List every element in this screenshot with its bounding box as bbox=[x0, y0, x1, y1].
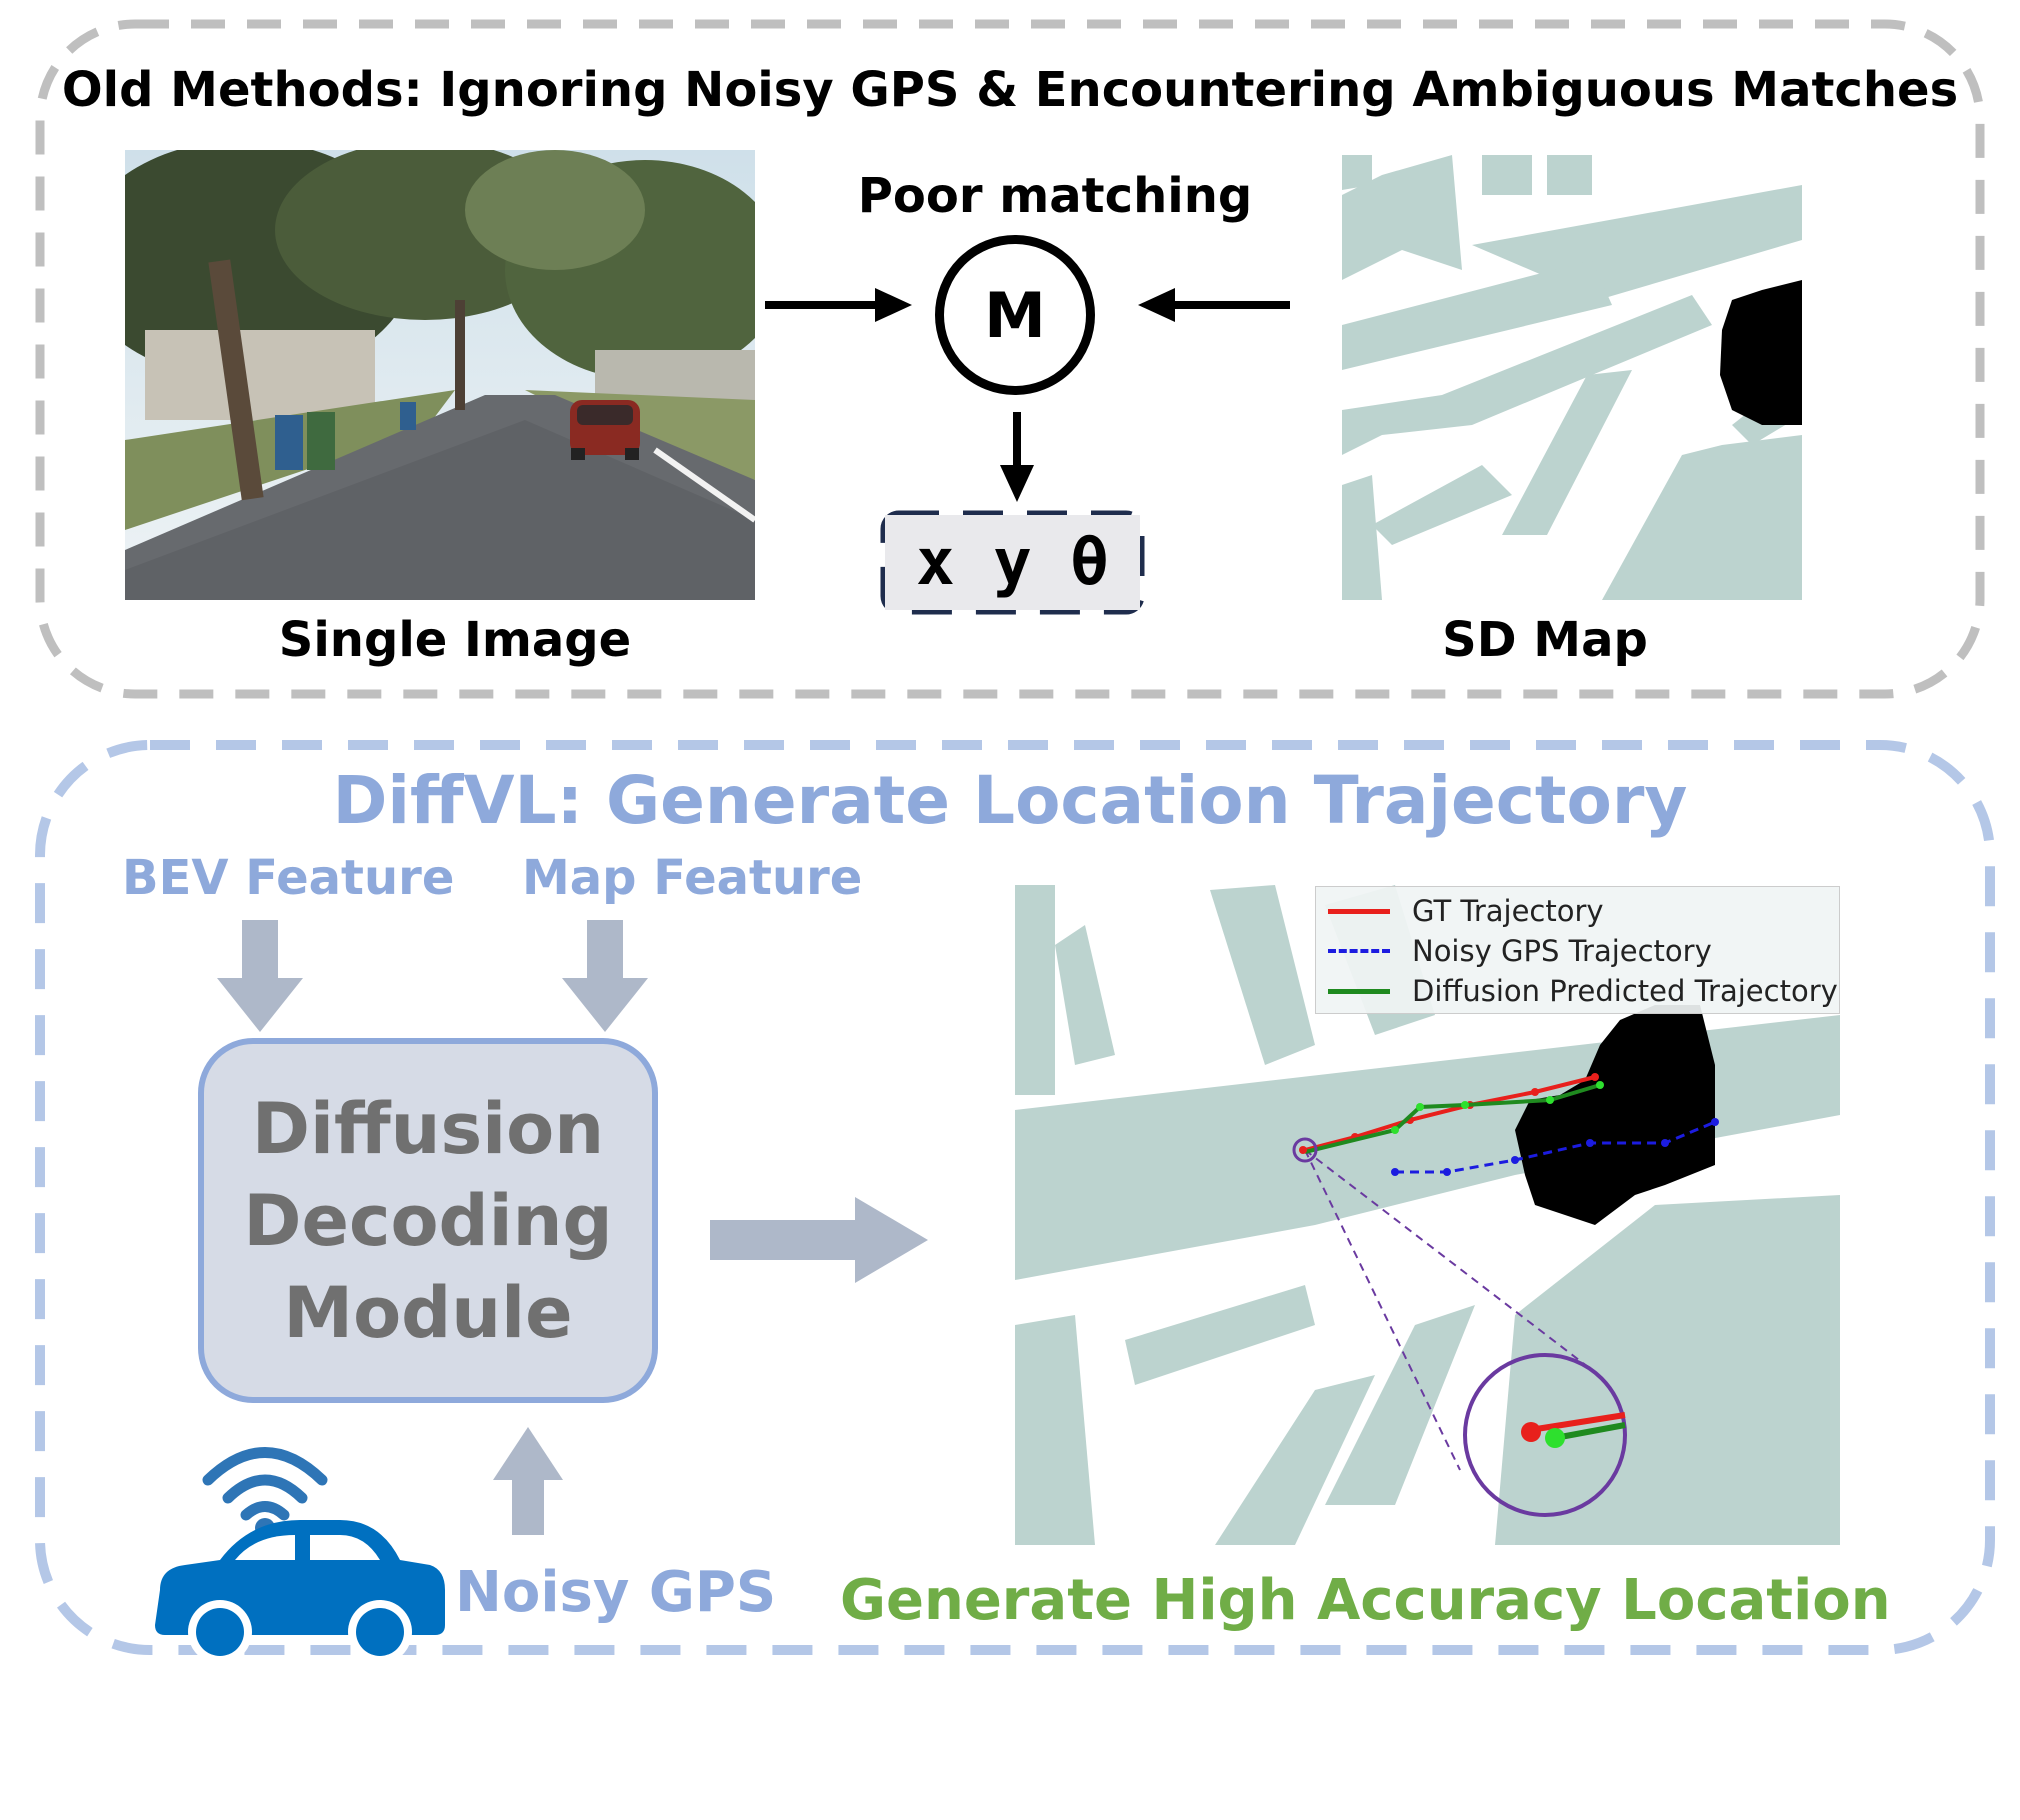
legend-item-predicted: Diffusion Predicted Trajectory bbox=[1328, 973, 1838, 1009]
street-photo bbox=[125, 150, 755, 600]
module-line-2: Decoding bbox=[243, 1179, 613, 1262]
arrow-icon bbox=[1138, 288, 1290, 322]
bev-feature-label: BEV Feature bbox=[122, 850, 455, 906]
diffusion-decoding-module: Diffusion Decoding Module bbox=[198, 1038, 658, 1403]
module-line-3: Module bbox=[283, 1271, 573, 1354]
top-panel-title: Old Methods: Ignoring Noisy GPS & Encoun… bbox=[61, 62, 1959, 118]
result-label: Generate High Accuracy Location bbox=[840, 1568, 1891, 1633]
map-feature-label: Map Feature bbox=[522, 850, 863, 906]
trajectory-legend: GT Trajectory Noisy GPS Trajectory Diffu… bbox=[1315, 886, 1840, 1014]
arrow-icon bbox=[562, 920, 648, 1032]
legend-item-noisy: Noisy GPS Trajectory bbox=[1328, 933, 1712, 969]
arrow-icon bbox=[765, 288, 912, 322]
legend-label-noisy: Noisy GPS Trajectory bbox=[1412, 934, 1712, 968]
sd-map-top bbox=[1342, 155, 1802, 600]
bottom-panel-border bbox=[35, 740, 1995, 1655]
legend-line-predicted bbox=[1328, 988, 1390, 994]
arrow-icon bbox=[1000, 412, 1034, 502]
arrow-icon bbox=[217, 920, 303, 1032]
legend-label-predicted: Diffusion Predicted Trajectory bbox=[1412, 974, 1838, 1008]
bottom-panel-title: DiffVL: Generate Location Trajectory bbox=[332, 762, 1688, 839]
single-image-label: Single Image bbox=[278, 612, 632, 668]
noisy-gps-label: Noisy GPS bbox=[455, 1560, 777, 1625]
legend-line-gt bbox=[1328, 908, 1390, 914]
legend-item-gt: GT Trajectory bbox=[1328, 893, 1604, 929]
pose-box-border bbox=[880, 510, 1145, 615]
arrow-icon bbox=[710, 1197, 928, 1283]
arrow-icon bbox=[493, 1427, 563, 1535]
car-with-signal-icon bbox=[155, 1447, 445, 1660]
module-line-1: Diffusion bbox=[251, 1087, 605, 1170]
poor-matching-label: Poor matching bbox=[857, 168, 1253, 224]
pose-output: x y θ bbox=[885, 515, 1140, 610]
matcher-node: M bbox=[935, 235, 1095, 395]
sd-map-label: SD Map bbox=[1442, 612, 1648, 668]
legend-line-noisy bbox=[1328, 949, 1390, 953]
top-panel-border bbox=[35, 19, 1985, 699]
legend-label-gt: GT Trajectory bbox=[1412, 894, 1604, 928]
